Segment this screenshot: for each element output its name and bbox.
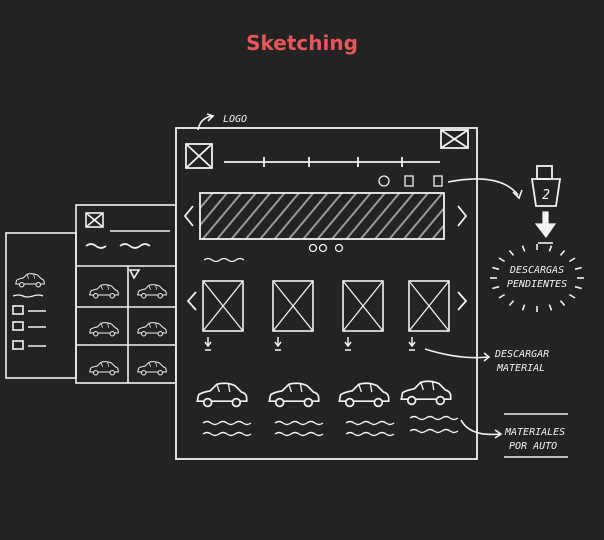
download-material-arrow (424, 348, 489, 359)
materials-label-line1: MATERIALES (504, 427, 565, 438)
download-material-line2: MATERIAL (496, 363, 545, 374)
starburst-ray (559, 249, 566, 256)
starburst-ray (568, 257, 576, 263)
materials-label-line2: POR AUTO (509, 441, 557, 452)
starburst-ray (492, 285, 500, 290)
starburst-ray (521, 304, 526, 311)
materials-arrow (460, 419, 501, 436)
starburst-ray (492, 266, 500, 271)
tablet-wireframe (75, 204, 177, 384)
starburst-ray (559, 300, 566, 307)
downloads-label-line1: DESCARGAS (509, 265, 564, 276)
starburst-ray (498, 293, 506, 299)
starburst-ray (498, 257, 506, 263)
starburst-ray (568, 293, 576, 299)
desktop-wireframe (175, 127, 478, 460)
downloads-label-line2: PENDIENTES (507, 279, 567, 290)
starburst-ray (574, 266, 582, 271)
starburst-ray (521, 245, 526, 252)
starburst-ray (548, 304, 553, 311)
download-count-badge: 2 (542, 188, 550, 203)
download-box-icon (530, 165, 562, 207)
download-material-line1: DESCARGAR (494, 349, 549, 360)
starburst-ray (548, 245, 553, 252)
downloads-starburst (490, 244, 584, 312)
phone-wireframe (5, 232, 77, 379)
logo-label: LOGO (223, 114, 247, 125)
downloads-arrow (447, 178, 519, 196)
page-title: Sketching (246, 31, 358, 55)
starburst-ray (508, 249, 515, 256)
starburst-ray (508, 300, 515, 307)
download-arrow-icon (534, 211, 557, 239)
logo-arrow (197, 115, 213, 131)
starburst-ray (574, 285, 582, 290)
logo-placeholder-icon (185, 143, 213, 169)
